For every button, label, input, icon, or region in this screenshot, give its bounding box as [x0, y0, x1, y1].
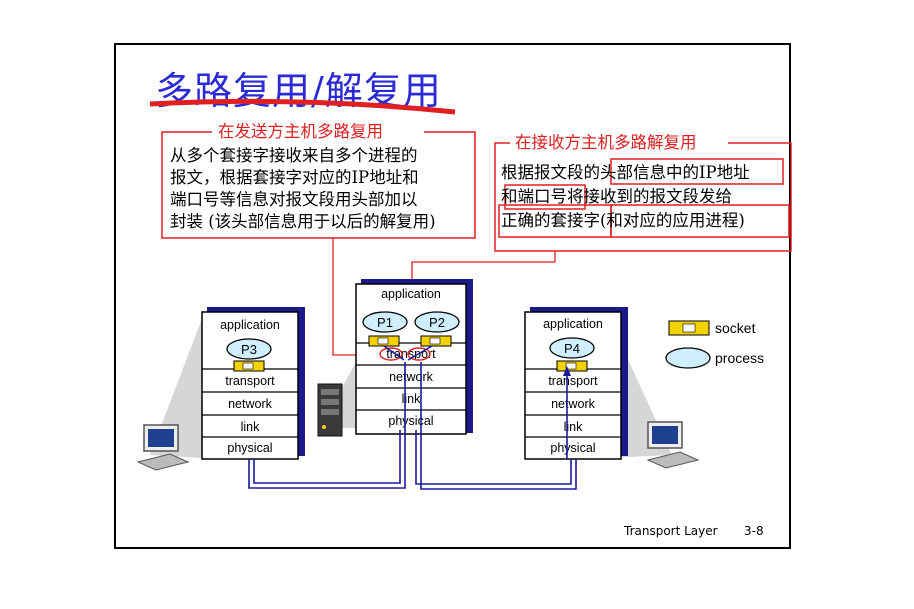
footer-course: Transport Layer — [624, 524, 718, 538]
footer-page: 3-8 — [744, 524, 764, 538]
legend-socket-label: socket — [715, 320, 756, 336]
legend-process-icon — [665, 347, 711, 369]
right-computer-icon — [646, 421, 700, 469]
ip-highlight — [610, 158, 784, 185]
legend — [665, 320, 711, 369]
right-layer-transport: transport — [548, 374, 598, 388]
mux-circle-1 — [379, 347, 403, 361]
left-host-stack: application transport network link physi… — [201, 307, 305, 460]
process-p3-label: P3 — [241, 342, 257, 357]
process-p4-label: P4 — [564, 341, 580, 356]
middle-layer-network: network — [389, 370, 434, 384]
right-layer-network: network — [551, 397, 596, 411]
left-layer-physical: physical — [227, 441, 272, 455]
send-line-2: 报文，根据套接字对应的IP地址和 — [170, 168, 419, 187]
middle-layer-application: application — [381, 287, 441, 301]
left-layer-network: network — [228, 397, 273, 411]
middle-host-stack: application transport network link physi… — [355, 279, 473, 435]
process-p1 — [362, 311, 408, 333]
send-line-3: 端口号等信息对报文段用头部加以 — [170, 190, 418, 209]
process-p2-label: P2 — [429, 315, 445, 330]
middle-layer-physical: physical — [388, 414, 433, 428]
recv-heading: 在接收方主机多路解复用 — [515, 133, 697, 152]
left-layer-link: link — [241, 420, 261, 434]
process-p3 — [226, 338, 272, 360]
process-p4 — [549, 337, 595, 359]
right-host-stack: application transport network link physi… — [524, 307, 628, 460]
network-links — [248, 362, 577, 490]
send-heading-bg — [212, 122, 424, 142]
server-icon — [317, 383, 343, 437]
recv-heading-bg — [510, 133, 728, 153]
left-host-beam — [150, 316, 203, 458]
recv-line-3: 正确的套接字(和对应的应用进程) — [501, 211, 745, 230]
left-layer-application: application — [220, 318, 280, 332]
send-heading: 在发送方主机多路复用 — [218, 122, 383, 141]
right-layer-physical: physical — [550, 441, 595, 455]
legend-process-label: process — [715, 350, 765, 366]
left-computer-icon — [136, 424, 190, 471]
left-layer-transport: transport — [225, 374, 275, 388]
process-p2 — [414, 311, 460, 333]
process-highlight — [610, 204, 790, 238]
right-layer-link: link — [564, 420, 584, 434]
send-line-1: 从多个套接字接收来自多个进程的 — [170, 146, 418, 165]
send-line-4: 封装 (该头部信息用于以后的解复用) — [170, 212, 436, 231]
port-highlight — [504, 184, 586, 210]
recv-line-2: 和端口号将接收到的报文段发给 — [501, 187, 732, 206]
middle-layer-link: link — [402, 392, 422, 406]
process-p1-label: P1 — [377, 315, 393, 330]
title-underline — [149, 98, 456, 115]
right-layer-application: application — [543, 317, 603, 331]
recv-line-1: 根据报文段的头部信息中的IP地址 — [501, 163, 750, 182]
mux-circle-2 — [407, 347, 431, 361]
